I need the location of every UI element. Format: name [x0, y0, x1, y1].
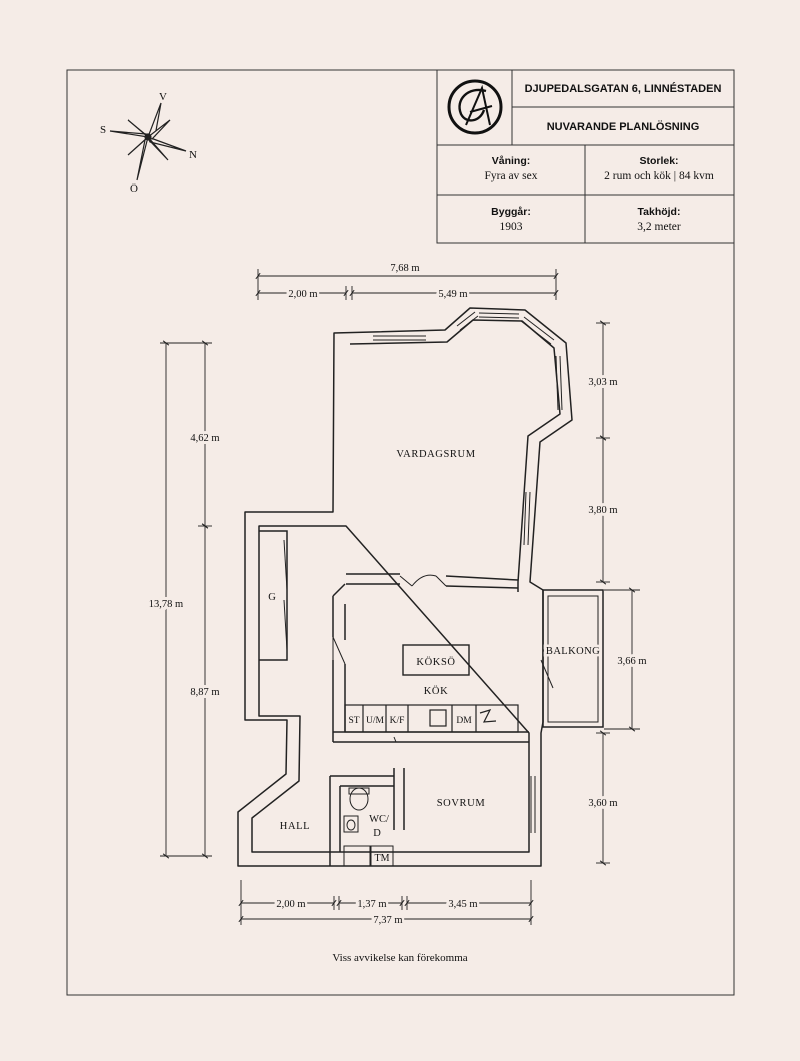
- room-hall: HALL: [280, 821, 310, 832]
- compass-north: N: [189, 149, 197, 161]
- plan-title: NUVARANDE PLANLÖSNING: [547, 120, 700, 133]
- dim-right-1: 3,03 m: [588, 377, 617, 388]
- dim-right-3: 3,60 m: [588, 798, 617, 809]
- room-living: VARDAGSRUM: [396, 449, 475, 460]
- balcony-inner: [547, 595, 599, 723]
- built-value: 1903: [500, 221, 523, 233]
- dim-top-right: 5,49 m: [438, 289, 467, 300]
- dim-right-2: 3,80 m: [588, 505, 617, 516]
- room-kitchen: KÖK: [424, 685, 449, 697]
- compass-east: Ö: [130, 183, 138, 195]
- dim-top-total: 7,68 m: [390, 263, 419, 274]
- dim-left-total: 13,78 m: [149, 599, 183, 610]
- kitchen-counter: [344, 704, 519, 733]
- size-value: 2 rum och kök | 84 kvm: [604, 170, 714, 182]
- windows: [373, 311, 563, 833]
- dim-top-left: 2,00 m: [288, 289, 317, 300]
- balcony-outline: [542, 589, 604, 728]
- compass-west: V: [159, 91, 167, 103]
- dim-left-upper: 4,62 m: [190, 433, 219, 444]
- compass-rose-icon: [109, 102, 187, 181]
- appliance-dm: DM: [456, 716, 472, 726]
- dim-bottom-total: 7,37 m: [373, 915, 402, 926]
- doors: [283, 539, 554, 743]
- page-frame: [66, 69, 735, 996]
- logo-monogram: [447, 79, 503, 135]
- dim-left-lower: 8,87 m: [190, 687, 219, 698]
- bathroom-fixtures: [343, 787, 394, 867]
- exterior-walls: [237, 307, 573, 867]
- ceiling-label: Takhöjd:: [638, 206, 681, 218]
- dim-right-balcony: 3,66 m: [617, 656, 646, 667]
- kitchen-island: [402, 644, 470, 676]
- appliance-kf: K/F: [390, 716, 405, 726]
- size-label: Storlek:: [639, 155, 678, 167]
- room-island: KÖKSÖ: [416, 656, 455, 668]
- ceiling-value: 3,2 meter: [637, 221, 681, 233]
- dimension-lines: [160, 269, 640, 925]
- room-tm: TM: [375, 853, 390, 864]
- title-block: [436, 69, 735, 244]
- appliance-um: U/M: [366, 716, 385, 726]
- appliance-st: ST: [348, 716, 359, 726]
- floor-label: Våning:: [492, 155, 531, 167]
- address-title: DJUPEDALSGATAN 6, LINNÉSTADEN: [525, 82, 722, 95]
- dim-bottom-2: 1,37 m: [357, 899, 386, 910]
- room-wardrobe: G: [268, 592, 276, 603]
- room-balcony: BALKONG: [546, 646, 600, 657]
- built-label: Byggår:: [491, 206, 531, 218]
- compass-south: S: [100, 124, 106, 136]
- room-wc-line2: D: [373, 828, 381, 839]
- floor-value: Fyra av sex: [484, 170, 537, 182]
- room-wc-line1: WC/: [369, 814, 389, 825]
- dim-bottom-1: 2,00 m: [276, 899, 305, 910]
- room-bedroom: SOVRUM: [437, 798, 486, 809]
- dim-bottom-3: 3,45 m: [448, 899, 477, 910]
- disclaimer: Viss avvikelse kan förekomma: [332, 952, 467, 964]
